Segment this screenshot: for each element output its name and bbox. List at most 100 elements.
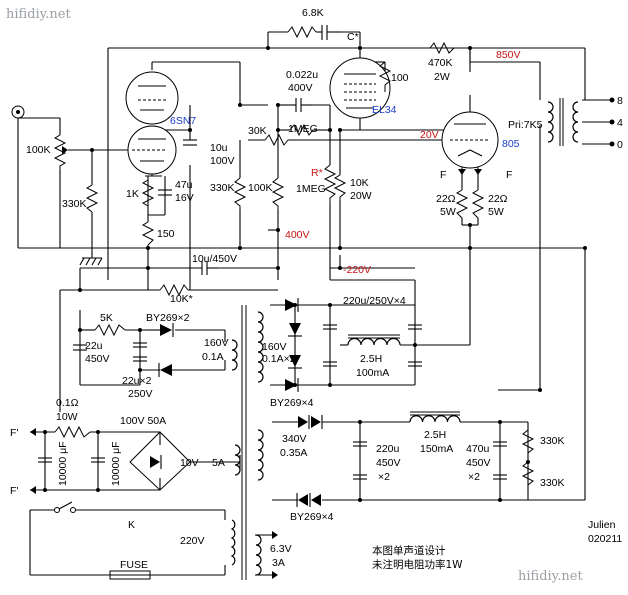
- tube-6sn7-top-icon: [125, 71, 179, 125]
- transformer-340v-icon: [257, 429, 264, 481]
- label-330k-in: 330K: [62, 198, 87, 210]
- label-340v-i: 0.35A: [280, 447, 307, 459]
- label-22u: 22u: [85, 340, 103, 352]
- label-10v-i: 5A: [212, 457, 225, 469]
- label-10000b: 10000 μF: [110, 441, 122, 486]
- resistor-22b-icon: [471, 189, 485, 219]
- capacitor-470u-icon: [493, 441, 507, 480]
- resistor-5k-icon: [94, 323, 126, 337]
- capacitor-0022u-icon: [295, 98, 312, 112]
- label-470u: 470u: [466, 443, 490, 455]
- transformer-63v-icon: [255, 531, 278, 579]
- watermark-top: hifidiy.net: [6, 7, 71, 22]
- label-10u-v: 100V: [210, 155, 235, 167]
- label-pot: 100K: [26, 144, 51, 156]
- label-47u-v: 16V: [175, 192, 194, 204]
- diode-bias-b-icon: [158, 363, 172, 377]
- label-330kb: 330K: [540, 477, 565, 489]
- transformer-160v-a-icon: [231, 339, 238, 371]
- label-22a-w: 5W: [440, 206, 456, 218]
- arrow-fp1-icon: [30, 428, 36, 436]
- label-filament-fp1: F': [10, 427, 18, 439]
- ground-icon: [79, 257, 103, 266]
- label-10v: 10V: [180, 457, 199, 469]
- label-470k: 470K: [428, 57, 453, 69]
- label-10kstar: 10K*: [170, 293, 193, 305]
- label-150: 150: [157, 228, 175, 240]
- label-cstar: C*: [347, 31, 359, 43]
- label-330ka: 330K: [540, 435, 565, 447]
- choke-25h-b-icon: [409, 411, 461, 423]
- label-22ux2-v: 250V: [128, 388, 153, 400]
- label-220u450-v: 450V: [376, 457, 401, 469]
- capacitor-22u-icon: [73, 344, 87, 351]
- author-label: Julien: [588, 519, 616, 531]
- label-63v-i: 3A: [272, 557, 285, 569]
- resistor-22a-icon: [455, 189, 469, 219]
- input-jack-icon: [11, 105, 25, 119]
- label-tap-8: 8: [617, 95, 623, 107]
- tube-805-icon: [441, 111, 499, 169]
- label-filament-fp2: F': [10, 485, 18, 497]
- label-choke1: 2.5H: [360, 353, 382, 365]
- label-01-w: 10W: [56, 411, 78, 423]
- capacitor-47u-icon: [158, 189, 172, 196]
- main-wiring: [17, 31, 612, 576]
- label-10k-w: 20W: [350, 190, 372, 202]
- label-tap-4: 4: [617, 117, 623, 129]
- label-22ux2: 22u×2: [122, 375, 152, 387]
- diode-hv-2-icon: [288, 323, 302, 337]
- label-choke1-i: 100mA: [356, 367, 389, 379]
- resistor-330kb-icon: [521, 461, 535, 500]
- diode-340-1-icon: [298, 415, 323, 429]
- label-10u450: 10u/450V: [192, 253, 237, 265]
- label-160v-b-i: 0.1A×2: [262, 353, 296, 365]
- diode-hv-1-icon: [285, 298, 299, 312]
- resistor-10kstar-icon: [159, 283, 189, 297]
- resistor-6k8-icon: [287, 25, 317, 39]
- switch-k-icon: [54, 501, 76, 513]
- watermark-bottom: hifidiy.net: [518, 569, 583, 584]
- label-01: 0.1Ω: [56, 397, 79, 409]
- label-100k-b: 100K: [248, 182, 273, 194]
- transformer-160v-b-icon: [257, 311, 264, 383]
- label-choke2-i: 150mA: [420, 443, 453, 455]
- label-10u: 10u: [210, 142, 228, 154]
- diode-hv-3-icon: [288, 355, 302, 369]
- label-filament-f1: F: [440, 169, 446, 181]
- choke-25h-a-icon: [347, 334, 401, 346]
- label-1k: 1K: [126, 188, 139, 200]
- label-220u-x4: 220u/250V×4: [343, 295, 406, 307]
- label-0022u: 0.022u: [286, 69, 318, 81]
- capacitor-22ux2-icon: [133, 342, 147, 362]
- label-20v: 20V: [420, 129, 439, 141]
- label-160v-a-i: 0.1A: [202, 351, 224, 363]
- label-10k: 10K: [350, 177, 369, 189]
- arrow-f2-icon: [474, 169, 482, 175]
- note-line-1: 本图单声道设计: [372, 544, 446, 557]
- label-tube-805: 805: [502, 138, 520, 150]
- arrow-f1-icon: [458, 169, 466, 175]
- label-470u-x: ×2: [468, 471, 480, 483]
- output-transformer-icon: [547, 98, 579, 146]
- resistor-30k-icon: [264, 133, 289, 147]
- diode-by269x2-icon: [160, 323, 174, 337]
- fuse-icon: [109, 570, 151, 580]
- label-bridge: 100V 50A: [120, 415, 166, 427]
- label-1meg: 1MEG: [288, 123, 318, 135]
- tube-6sn7-bottom-icon: [127, 125, 177, 175]
- label-primary: Pri:7K5: [508, 119, 543, 131]
- date-code: 020211: [588, 533, 622, 545]
- resistor-330k-in-icon: [85, 184, 99, 213]
- resistor-330k-b-icon: [233, 177, 247, 210]
- label-6k8: 6.8K: [302, 7, 324, 19]
- label-1meg2: 1MEG: [296, 183, 326, 195]
- capacitor-220u450-icon: [353, 441, 367, 480]
- label-220u450-x: ×2: [378, 471, 390, 483]
- resistor-10k-icon: [333, 174, 347, 200]
- capacitor-220u-a-icon: [323, 324, 337, 367]
- junction-dots: [43, 46, 587, 502]
- resistor-01-icon: [54, 425, 91, 439]
- resistor-470k-icon: [429, 41, 455, 55]
